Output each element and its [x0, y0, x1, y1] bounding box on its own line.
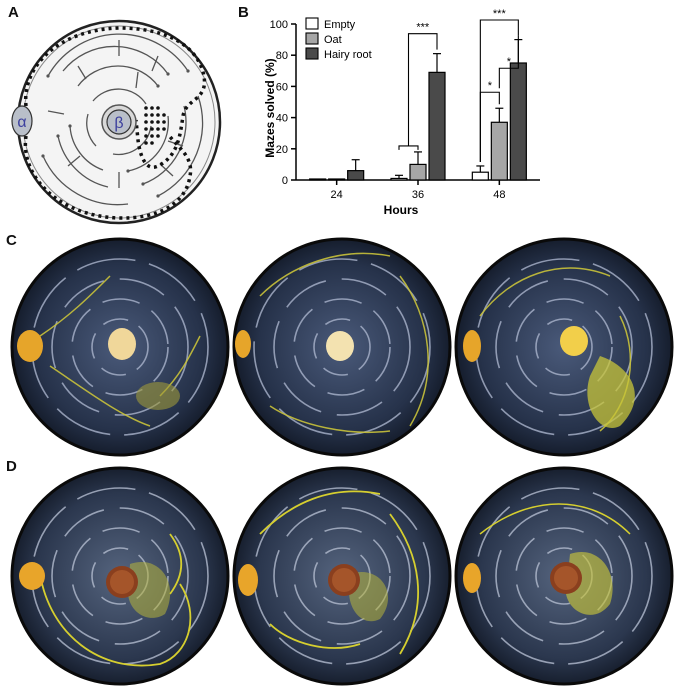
panel-label-a: A: [8, 4, 19, 21]
y-tick-label: 0: [282, 175, 288, 187]
photo-d3: [454, 466, 674, 686]
x-axis-label: Hours: [384, 203, 419, 217]
bar-series: [309, 39, 527, 181]
legend-label: Empty: [324, 19, 356, 31]
photo-c3: [454, 237, 674, 457]
maze-walls: [42, 33, 204, 206]
x-axis: 24 36 48: [296, 179, 540, 201]
bar: [428, 71, 446, 181]
sig-bracket-pair: [398, 145, 419, 150]
maze-diagram: α β: [11, 19, 222, 225]
legend-swatch: [305, 17, 319, 30]
significance-label: *: [507, 56, 512, 68]
significance-label: ***: [416, 22, 430, 34]
y-axis-label: Mazes solved (%): [263, 58, 277, 157]
x-tick-label: 48: [493, 189, 505, 201]
bar: [471, 171, 489, 181]
bar: [490, 121, 508, 181]
bar: [328, 178, 346, 181]
sig-bracket-48h-outer: [479, 19, 519, 162]
y-tick-label: 20: [276, 144, 288, 156]
bar: [409, 163, 427, 181]
photo-d2: [232, 466, 452, 686]
maze-wall-dots: [41, 69, 190, 198]
start-bead: [11, 105, 33, 137]
bar: [390, 177, 408, 181]
sig-bracket-48h-oat-root: [498, 35, 519, 89]
solution-dot-cluster: [144, 106, 166, 145]
photo-d1: [10, 466, 230, 686]
significance-label: *: [488, 80, 493, 92]
legend-swatch: [305, 47, 319, 60]
bar: [509, 62, 527, 181]
sig-bracket-36h: [407, 33, 438, 146]
legend-label: Oat: [324, 34, 342, 46]
bar: [347, 170, 365, 181]
photo-row-c: [10, 237, 674, 457]
panel-label-c: C: [6, 232, 17, 249]
y-tick-label: 100: [270, 19, 288, 31]
panel-label-d: D: [6, 458, 17, 475]
y-tick-label: 60: [276, 81, 288, 93]
sig-bracket-48h-empty-oat: [479, 91, 500, 162]
significance-label: ***: [493, 8, 507, 20]
start-label: α: [17, 114, 26, 131]
solution-path-top: [24, 26, 207, 169]
legend-swatch: [305, 32, 319, 45]
photo-c1: [10, 237, 230, 457]
x-tick-label: 24: [331, 189, 343, 201]
bar: [309, 178, 327, 181]
significance-brackets: ********: [398, 8, 519, 162]
photo-row-d: [10, 466, 674, 686]
x-tick-label: 36: [412, 189, 424, 201]
end-bead: [106, 109, 132, 135]
panel-label-b: B: [238, 4, 249, 21]
y-tick-label: 40: [276, 113, 288, 125]
y-axis: 0 20 40 60 80 100: [270, 19, 297, 187]
legend-label: Hairy root: [324, 49, 372, 61]
y-tick-label: 80: [276, 50, 288, 62]
photo-c2: [232, 237, 452, 457]
end-label: β: [114, 115, 123, 132]
